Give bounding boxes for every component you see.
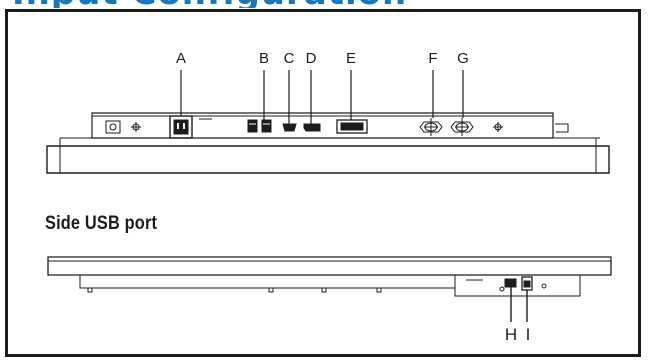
round-connector-f (419, 118, 443, 136)
diagram-frame (5, 9, 641, 357)
side-usb-port-title: Side USB port (45, 213, 158, 234)
round-connector-g (450, 118, 474, 136)
vga-port (336, 119, 368, 134)
crosshair-left (131, 122, 141, 132)
crosshair-right (493, 122, 503, 132)
label-d: D (305, 50, 317, 67)
label-h: H (504, 325, 518, 344)
mount-screws (87, 287, 382, 293)
usb-ports (247, 119, 272, 133)
label-a: A (175, 50, 187, 67)
side-usb-port-h (499, 278, 517, 292)
heading-strip: Input Configuration (0, 0, 656, 8)
power-inlet-port (169, 115, 193, 139)
side-port-i (521, 276, 547, 291)
hdmi-port (282, 123, 297, 132)
side-view-panel (47, 256, 612, 322)
screw-left (105, 120, 121, 134)
top-view-panel (46, 70, 610, 174)
label-g: G (457, 50, 469, 67)
label-b: B (258, 50, 270, 67)
label-f: F (428, 50, 438, 67)
label-i: I (525, 325, 531, 344)
displayport-port (303, 123, 321, 132)
label-c: C (283, 50, 295, 67)
page-heading: Input Configuration (12, 0, 407, 8)
label-e: E (345, 50, 357, 67)
